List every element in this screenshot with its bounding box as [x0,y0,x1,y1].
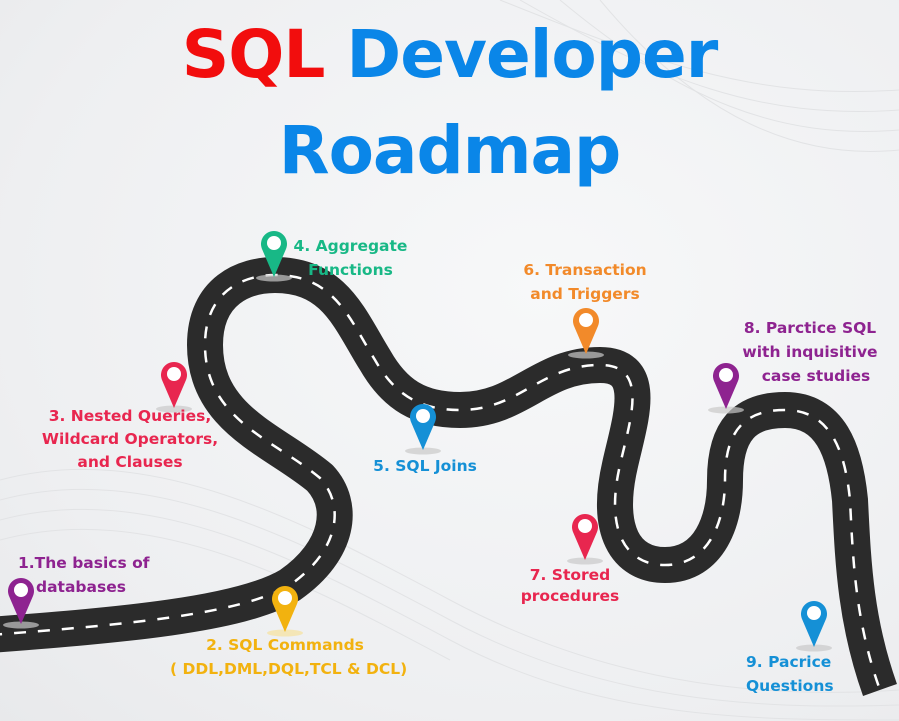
step-4-pin-icon [254,225,294,283]
step-4-label: 4. Aggregate Functions [293,237,408,279]
step-6-label: 6. Transaction and Triggers [523,261,647,303]
title-line-1: SQL Developer [0,22,899,88]
step-8-label: 8. Parctice SQL with inquisitive case st… [742,319,878,385]
title-developer: Developer [346,16,718,93]
step-5-label: 5. SQL Joins [373,457,477,475]
step-1-pin-icon [1,572,41,630]
step-3-pin-icon [154,356,194,414]
step-2-pin-icon [265,580,305,638]
step-3-label: 3. Nested Queries, Wildcard Operators, a… [41,407,219,471]
title-sql: SQL [181,16,326,93]
step-9-pin-icon [794,595,834,653]
step-7-label: 7. Stored procedures [520,566,620,605]
step-9-label: 9. Pacrice Questions [746,653,834,695]
step-7-pin-icon [565,508,605,566]
step-8-pin-icon [706,357,746,415]
step-6-pin-icon [566,302,606,360]
step-2-label: 2. SQL Commands ( DDL,DML,DQL,TCL & DCL) [170,636,408,678]
title-line-2: Roadmap [278,112,622,189]
step-1-label: 1.The basics of databases [18,554,150,596]
step-5-pin-icon [403,398,443,456]
